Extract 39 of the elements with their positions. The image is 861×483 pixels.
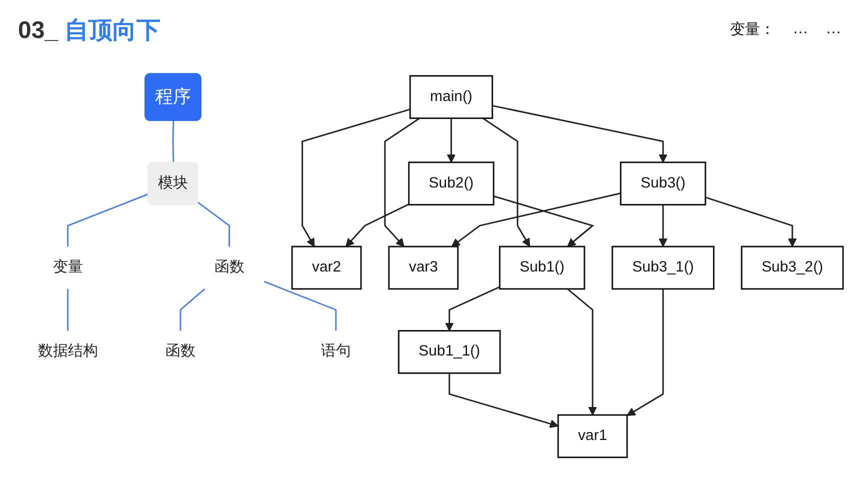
- arrow: [302, 108, 410, 247]
- arrow: [705, 196, 797, 247]
- arrow: [493, 195, 594, 247]
- node-box: Sub3_1(): [612, 246, 714, 290]
- node-text: 语句: [320, 342, 351, 360]
- connector: [67, 288, 69, 331]
- arrow: [567, 288, 597, 416]
- node-text: 函数: [165, 342, 196, 360]
- node-box: var3: [388, 246, 459, 290]
- node-box: Sub3_2(): [740, 246, 844, 290]
- arrow: [345, 204, 410, 247]
- connector: [197, 202, 230, 247]
- arrow: [451, 192, 621, 247]
- connector: [172, 120, 174, 163]
- node-box: Sub1_1(): [398, 330, 501, 374]
- node-text: 数据结构: [38, 342, 98, 360]
- arrow: [658, 204, 668, 247]
- node-box: var1: [557, 414, 628, 458]
- node-box: var2: [291, 246, 362, 290]
- note-text: …: [826, 21, 841, 38]
- node-box: Sub1(): [498, 246, 586, 290]
- node-box: main(): [409, 75, 494, 119]
- arrow: [448, 373, 559, 428]
- arrow: [492, 104, 668, 163]
- arrow: [444, 286, 500, 332]
- connector: [180, 288, 206, 331]
- connector: [264, 280, 337, 331]
- connector: [67, 193, 149, 247]
- node-text: 函数: [214, 258, 244, 276]
- note-text: …: [793, 21, 808, 38]
- arrow: [626, 288, 664, 416]
- arrow: [446, 118, 456, 163]
- arrow: [384, 118, 420, 247]
- node-box: Sub3(): [620, 162, 706, 206]
- node-box: Sub2(): [408, 162, 494, 206]
- note-text: 变量：: [730, 20, 775, 39]
- node-text: 变量: [52, 258, 83, 276]
- arrow: [482, 118, 530, 247]
- page-title: 03_ 自顶向下: [18, 16, 161, 46]
